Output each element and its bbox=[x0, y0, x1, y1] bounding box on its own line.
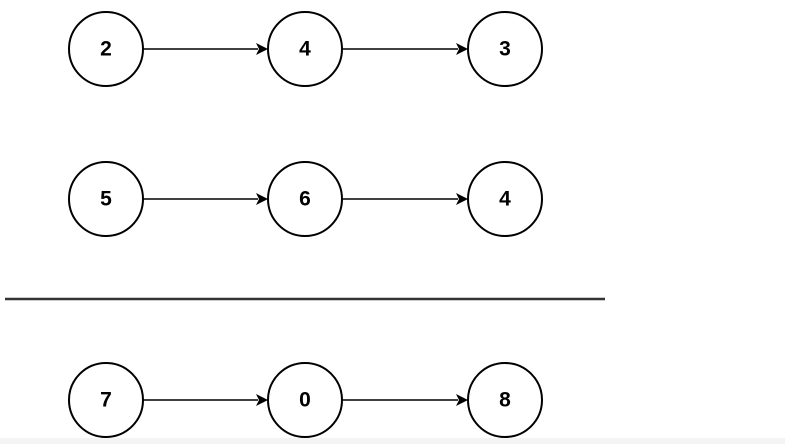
arrow-l2-0 bbox=[143, 193, 268, 205]
arrow-result-0 bbox=[143, 394, 268, 406]
list-row-l1: 2 4 3 bbox=[68, 11, 543, 87]
list-node-l2-0: 5 bbox=[68, 161, 144, 237]
arrowhead-icon bbox=[456, 193, 468, 205]
node-circle bbox=[68, 161, 144, 237]
arrowhead-icon bbox=[456, 43, 468, 55]
node-value: 3 bbox=[499, 38, 511, 61]
bottom-band bbox=[0, 438, 785, 444]
node-value: 6 bbox=[299, 188, 311, 211]
node-circle bbox=[267, 11, 343, 87]
arrowhead-icon bbox=[256, 394, 268, 406]
node-value: 5 bbox=[100, 188, 112, 211]
node-value: 8 bbox=[499, 389, 511, 412]
arrowhead-icon bbox=[256, 193, 268, 205]
node-value: 0 bbox=[299, 389, 311, 412]
list-node-l2-2: 4 bbox=[467, 161, 543, 237]
arrowhead-icon bbox=[456, 394, 468, 406]
node-circle bbox=[467, 362, 543, 438]
node-value: 4 bbox=[299, 38, 311, 61]
list-node-l1-2: 3 bbox=[467, 11, 543, 87]
arrowhead-icon bbox=[256, 43, 268, 55]
node-circle bbox=[68, 11, 144, 87]
list-node-l2-1: 6 bbox=[267, 161, 343, 237]
node-circle bbox=[467, 161, 543, 237]
node-circle bbox=[267, 362, 343, 438]
list-node-result-1: 0 bbox=[267, 362, 343, 438]
node-value: 2 bbox=[100, 38, 112, 61]
list-node-result-2: 8 bbox=[467, 362, 543, 438]
node-circle bbox=[267, 161, 343, 237]
list-node-l1-1: 4 bbox=[267, 11, 343, 87]
list-node-l1-0: 2 bbox=[68, 11, 144, 87]
node-value: 4 bbox=[499, 188, 511, 211]
list-row-l2: 5 6 4 bbox=[68, 161, 543, 237]
edges-layer bbox=[143, 43, 468, 406]
nodes-layer: 2 4 3 5 6 4 7 0 8 bbox=[68, 11, 543, 438]
node-circle bbox=[68, 362, 144, 438]
arrow-result-1 bbox=[342, 394, 468, 406]
list-row-result: 7 0 8 bbox=[68, 362, 543, 438]
arrow-l1-1 bbox=[342, 43, 468, 55]
node-circle bbox=[467, 11, 543, 87]
list-node-result-0: 7 bbox=[68, 362, 144, 438]
arrow-l2-1 bbox=[342, 193, 468, 205]
node-value: 7 bbox=[100, 389, 112, 412]
arrow-l1-0 bbox=[143, 43, 268, 55]
